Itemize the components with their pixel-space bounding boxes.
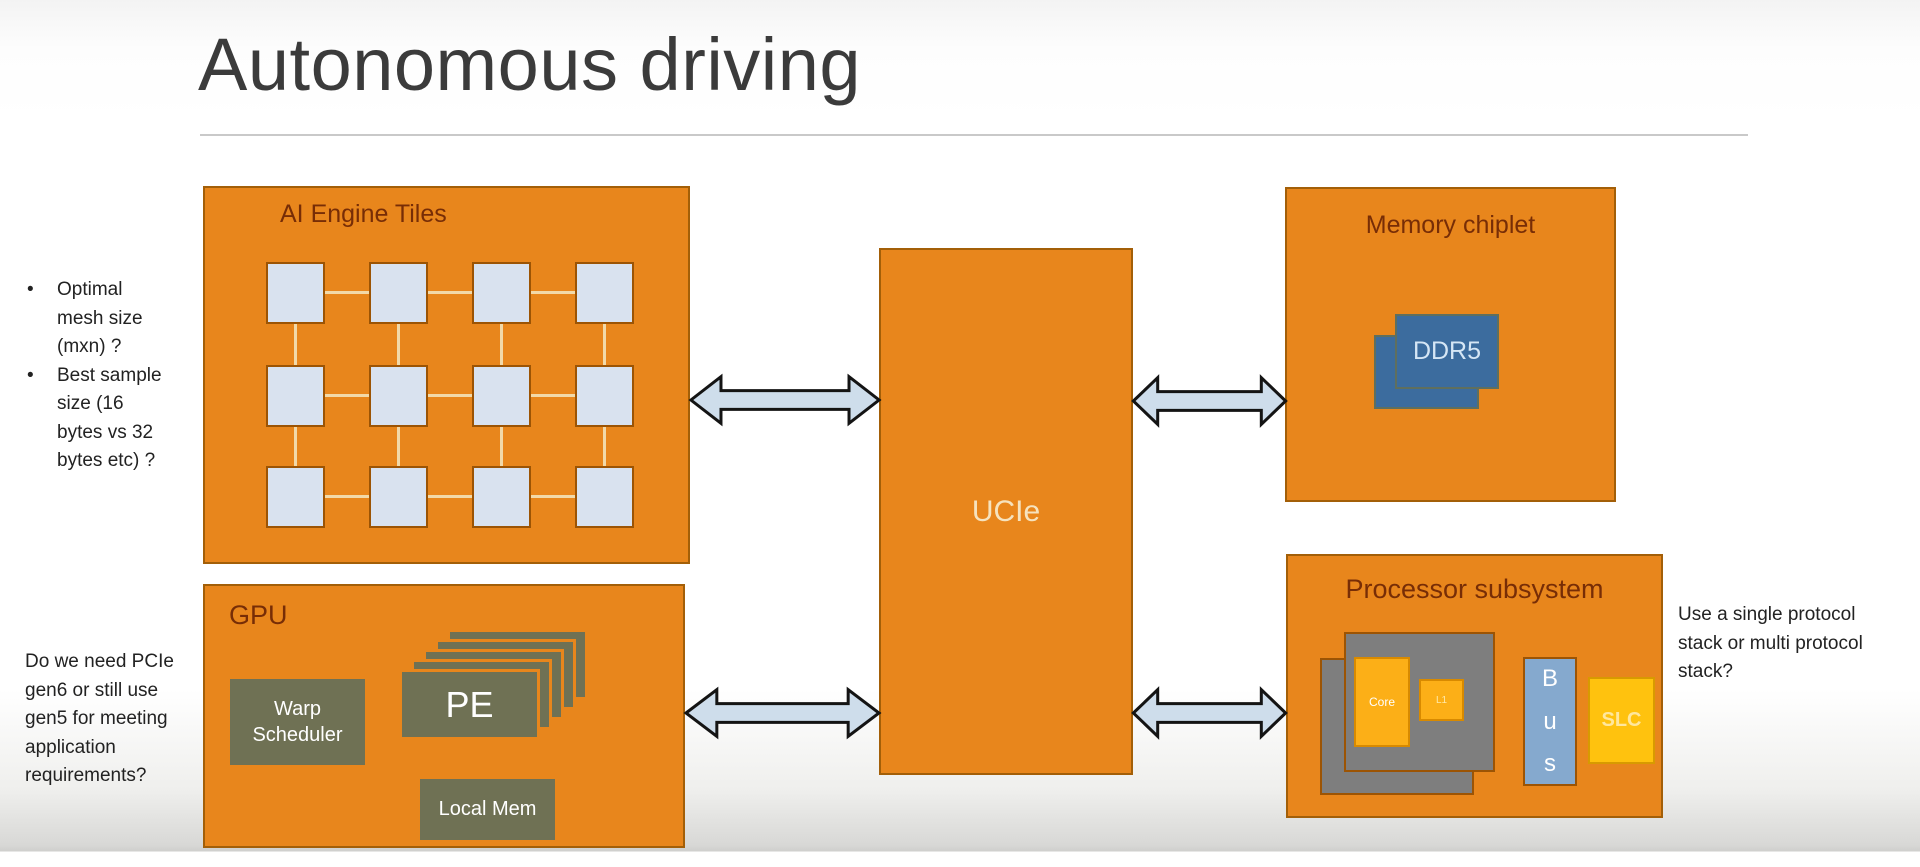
ai-engine-tile	[266, 466, 325, 528]
ai-engine-tile	[266, 262, 325, 324]
bullet-item: • Best sample size (16 bytes vs 32 bytes…	[25, 362, 175, 476]
note-line: gen6 or still use	[25, 679, 159, 701]
arrow-ucie-memory-icon	[1131, 373, 1288, 429]
protocol-question-note: Use a single protocol stack or multi pro…	[1678, 601, 1913, 687]
gpu-label: GPU	[229, 600, 288, 630]
note-line: mesh size	[57, 307, 143, 329]
processor-subsystem-box: Processor subsystem Core L1 B u s SLC	[1286, 554, 1663, 818]
bullet-item: • Optimal mesh size (mxn) ?	[25, 276, 175, 362]
bus-box: B u s	[1523, 657, 1577, 786]
title-underline	[200, 134, 1748, 136]
mesh-link-vertical	[500, 427, 503, 466]
pcie-question-note: Do we need PCIe gen6 or still use gen5 f…	[25, 648, 195, 791]
slc-box: SLC	[1588, 677, 1655, 764]
note-line: application	[25, 736, 116, 758]
ai-engine-tile	[472, 365, 531, 427]
warp-scheduler-label-line: Warp	[273, 698, 322, 720]
mesh-link-vertical	[397, 324, 400, 365]
warp-scheduler-box: Warp Scheduler	[230, 679, 365, 765]
pe-front-box: PE	[399, 669, 540, 740]
bullet-dot: •	[27, 279, 34, 300]
note-line: size (16	[57, 393, 124, 414]
mesh-link-vertical	[500, 324, 503, 365]
bullet-dot: •	[27, 364, 34, 386]
mesh-link-horizontal	[325, 291, 369, 294]
note-line: Do we need PCIe	[25, 651, 174, 672]
slc-label: SLC	[1601, 709, 1642, 731]
note-line: requirements?	[25, 765, 147, 786]
pe-label: PE	[445, 683, 494, 725]
mesh-link-vertical	[294, 324, 297, 365]
mesh-link-vertical	[603, 427, 606, 466]
l1-box: L1	[1419, 679, 1464, 721]
ai-engine-tiles-box: AI Engine Tiles	[203, 186, 690, 564]
ai-engine-tile	[369, 365, 428, 427]
mesh-link-horizontal	[428, 495, 472, 498]
mesh-link-horizontal	[428, 291, 472, 294]
note-line: Best sample	[57, 364, 162, 386]
core-label: Core	[1368, 695, 1395, 709]
mesh-link-horizontal	[325, 394, 369, 397]
memory-chiplet-label: Memory chiplet	[1365, 211, 1536, 239]
ucie-box: UCIe	[879, 248, 1133, 775]
mesh-questions-note: • Optimal mesh size (mxn) ? • Best sampl…	[25, 276, 175, 476]
ai-engine-tile	[369, 466, 428, 528]
ai-engine-tiles-label: AI Engine Tiles	[280, 200, 447, 228]
bus-letter: B	[1541, 665, 1558, 692]
note-line: stack?	[1678, 661, 1733, 682]
mesh-link-horizontal	[531, 291, 575, 294]
arrow-gpu-ucie-icon	[683, 685, 882, 741]
arrow-ucie-processor-icon	[1131, 685, 1288, 741]
mesh-link-horizontal	[428, 394, 472, 397]
mesh-link-vertical	[294, 427, 297, 466]
ucie-label: UCIe	[971, 494, 1041, 528]
note-line: Optimal	[57, 279, 123, 300]
processor-subsystem-label: Processor subsystem	[1345, 574, 1604, 604]
l1-label: L1	[1435, 694, 1448, 706]
note-line: stack or multi protocol	[1678, 632, 1863, 654]
mesh-link-horizontal	[531, 394, 575, 397]
mesh-link-vertical	[397, 427, 400, 466]
ai-engine-tile	[575, 466, 634, 528]
ai-engine-tile	[575, 365, 634, 427]
note-line: bytes etc) ?	[57, 450, 156, 471]
ai-engine-tile	[266, 365, 325, 427]
arrow-ai-ucie-icon	[688, 372, 882, 428]
note-line: (mxn) ?	[57, 336, 122, 357]
slide-title: Autonomous driving	[198, 23, 862, 106]
ai-engine-tile	[472, 466, 531, 528]
bus-letter: s	[1544, 750, 1556, 777]
local-mem-label: Local Mem	[438, 798, 537, 820]
mesh-link-horizontal	[325, 495, 369, 498]
ddr5-front-box: DDR5	[1395, 314, 1499, 389]
memory-chiplet-box: Memory chiplet DDR5	[1285, 187, 1616, 502]
mesh-link-horizontal	[531, 495, 575, 498]
ai-mesh	[205, 188, 688, 562]
local-mem-box: Local Mem	[420, 779, 555, 840]
gpu-box: GPU Warp Scheduler PE Local Mem	[203, 584, 685, 848]
note-line: Use a single protocol	[1678, 604, 1856, 625]
pe-stack: PE	[205, 586, 683, 846]
core-box: Core	[1354, 657, 1410, 747]
ddr5-label: DDR5	[1412, 337, 1482, 365]
note-line: gen5 for meeting	[25, 708, 168, 729]
bus-letter: u	[1543, 707, 1557, 735]
note-line: bytes vs 32	[57, 421, 154, 443]
ai-engine-tile	[472, 262, 531, 324]
ai-engine-tile	[575, 262, 634, 324]
warp-scheduler-label-line: Scheduler	[252, 724, 343, 746]
mesh-link-vertical	[603, 324, 606, 365]
ai-engine-tile	[369, 262, 428, 324]
